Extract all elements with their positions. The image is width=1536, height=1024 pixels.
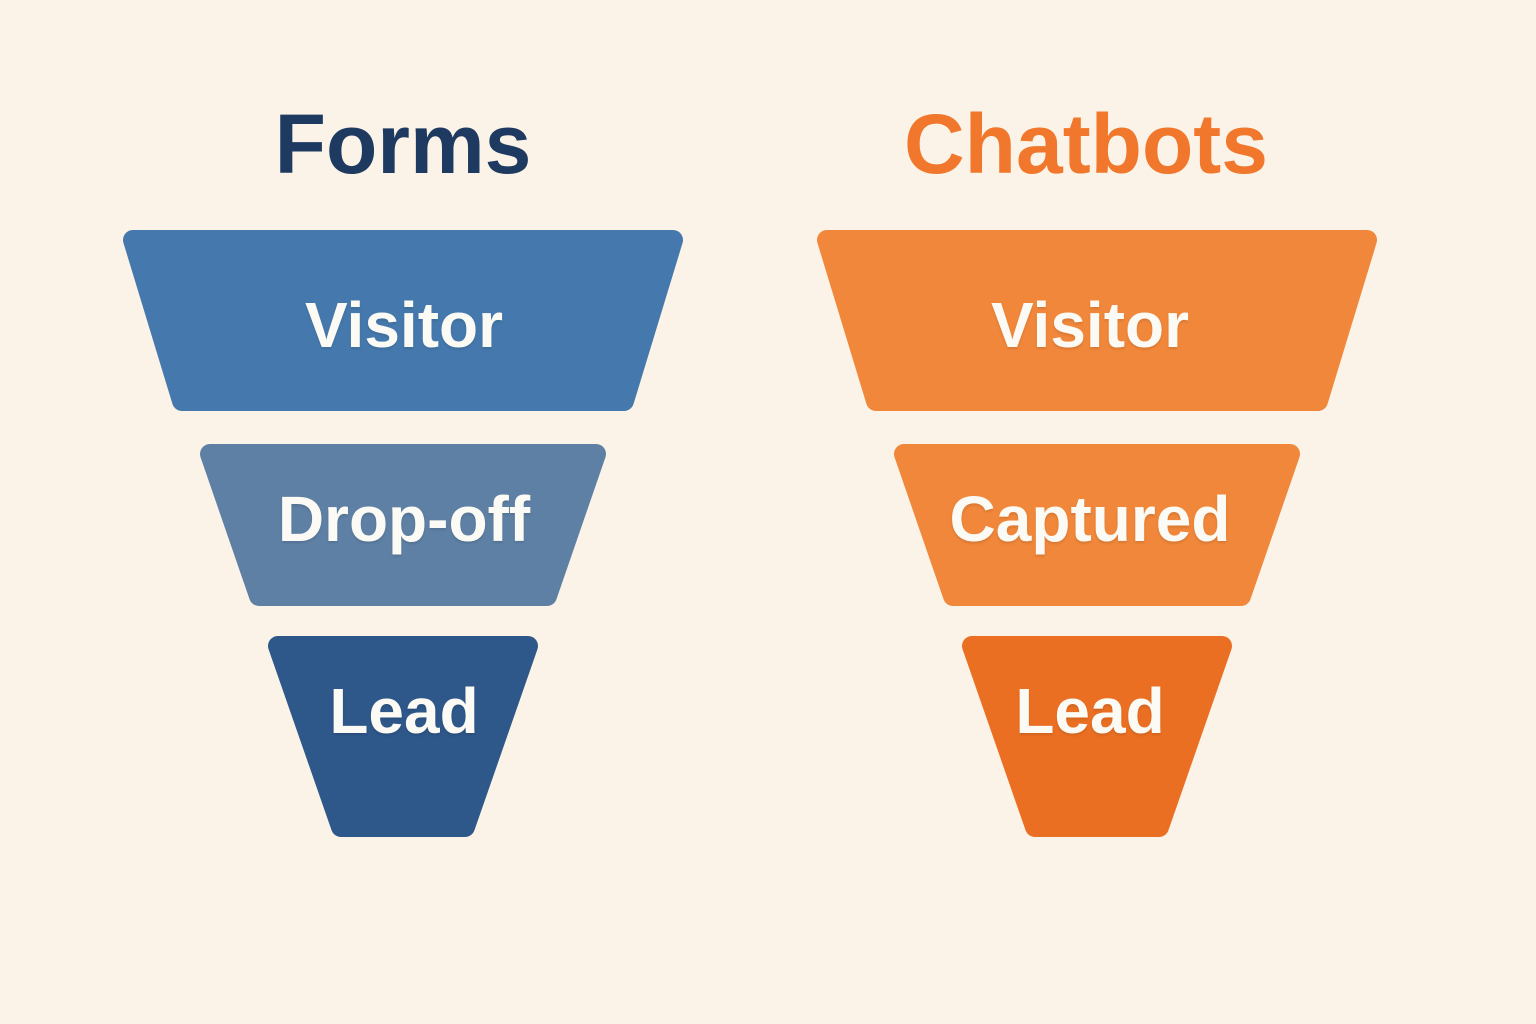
chatbots-stage-visitor-shape	[817, 230, 1377, 411]
chatbots-stage-lead-shape	[962, 636, 1232, 837]
forms-stage-dropoff-label: Drop-off	[278, 483, 531, 555]
chatbots-funnel: Chatbots Visitor Captured Lead	[817, 97, 1377, 837]
forms-title: Forms	[275, 97, 532, 191]
forms-stage-visitor-label: Visitor	[305, 289, 503, 361]
chatbots-title: Chatbots	[904, 97, 1268, 191]
chatbots-stage-captured-label: Captured	[950, 483, 1231, 555]
chatbots-stage-lead-label: Lead	[1015, 675, 1164, 747]
forms-stage-dropoff-shape	[200, 444, 606, 606]
chatbots-stage-visitor-label: Visitor	[991, 289, 1189, 361]
forms-stage-lead-shape	[268, 636, 538, 837]
forms-stage-lead-label: Lead	[329, 675, 478, 747]
forms-funnel: Forms Visitor Drop-off Lead	[123, 97, 683, 837]
forms-stage-visitor-shape	[123, 230, 683, 411]
chatbots-stage-captured-shape	[894, 444, 1300, 606]
